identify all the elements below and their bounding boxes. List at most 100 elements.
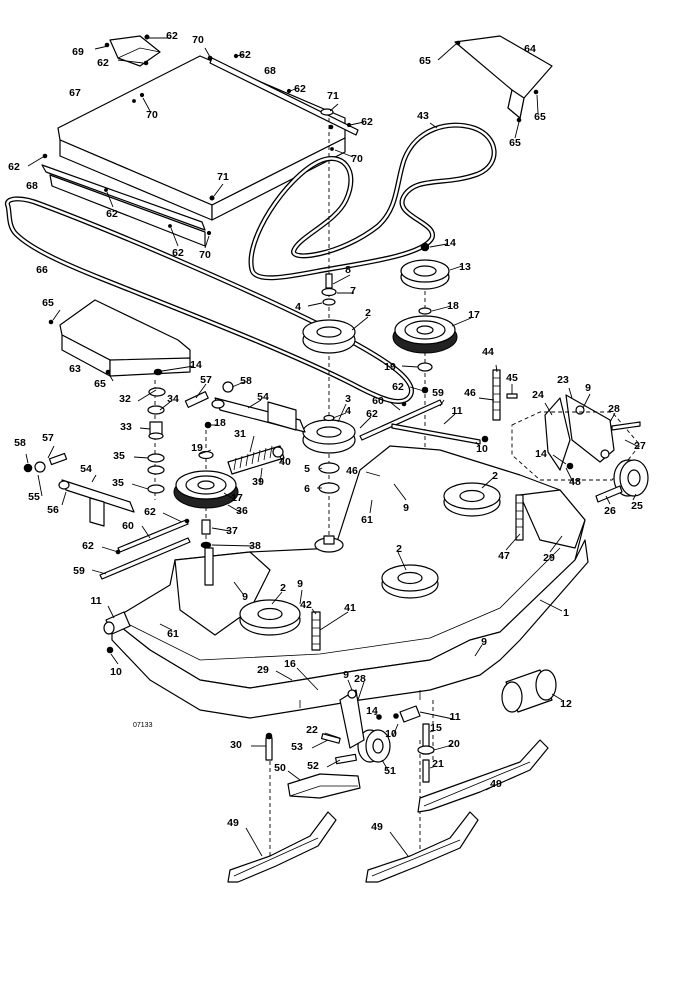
callout-35: 35 [112, 477, 124, 489]
callout-10: 10 [110, 666, 122, 678]
roller-25 [595, 421, 649, 503]
callout-62: 62 [82, 540, 94, 552]
rod-59-60-left [99, 518, 191, 580]
callout-29: 29 [543, 552, 555, 564]
callout-2: 2 [396, 543, 402, 555]
drawing-code: 07133 [133, 722, 153, 729]
callout-19: 19 [191, 442, 203, 454]
callout-2: 2 [492, 470, 498, 482]
spindle-pulley-2-left [239, 599, 301, 636]
callout-14: 14 [190, 359, 202, 371]
callout-2: 2 [280, 582, 286, 594]
callout-68: 68 [264, 65, 276, 77]
callout-52: 52 [307, 760, 319, 772]
callout-9: 9 [403, 502, 409, 514]
idler-arm-54-lower [23, 452, 135, 527]
callout-67: 67 [69, 87, 81, 99]
callout-62: 62 [8, 161, 20, 173]
callout-10: 10 [385, 728, 397, 740]
callout-15: 15 [430, 722, 442, 734]
spindle-pulley-2-mid [381, 564, 439, 599]
callout-13: 13 [459, 261, 471, 273]
pin-11-left [103, 611, 131, 654]
callout-14: 14 [535, 448, 547, 460]
callout-69: 69 [72, 46, 84, 58]
callout-17: 17 [468, 309, 480, 321]
callout-56: 56 [47, 504, 59, 516]
leader-lines [25, 37, 638, 857]
callout-25: 25 [631, 500, 643, 512]
callout-18: 18 [214, 417, 226, 429]
callout-65: 65 [94, 378, 106, 390]
callout-61: 61 [167, 628, 179, 640]
roller-12 [501, 669, 557, 713]
gauge-wheel-51 [320, 689, 399, 765]
callout-53: 53 [291, 741, 303, 753]
callout-30: 30 [230, 739, 242, 751]
callout-2: 2 [365, 307, 371, 319]
callout-1: 1 [563, 607, 569, 619]
callout-11: 11 [90, 595, 101, 607]
callout-43: 43 [417, 110, 429, 122]
callout-14: 14 [366, 705, 378, 717]
callout-50: 50 [274, 762, 286, 774]
callout-57: 57 [200, 374, 212, 386]
callout-60: 60 [122, 520, 134, 532]
callout-59: 59 [432, 387, 444, 399]
spindle-pulley-2-center [302, 273, 356, 354]
callout-46: 46 [346, 465, 358, 477]
callout-24: 24 [532, 389, 544, 401]
callout-62: 62 [144, 506, 156, 518]
callout-59: 59 [73, 565, 85, 577]
right-shield-64 [454, 35, 553, 123]
callout-11: 11 [449, 711, 460, 723]
anti-scalp-50 [287, 773, 361, 799]
callout-62: 62 [392, 381, 404, 393]
callout-35: 35 [113, 450, 125, 462]
bracket-69 [109, 35, 161, 67]
callout-62: 62 [361, 116, 373, 128]
blade-49-center [365, 811, 479, 883]
callout-65: 65 [419, 55, 431, 67]
belt-66 [4, 196, 414, 404]
side-rail-68 [41, 57, 359, 247]
callout-66: 66 [36, 264, 48, 276]
callout-61: 61 [361, 514, 373, 526]
callout-40: 40 [279, 456, 291, 468]
callout-9: 9 [242, 591, 248, 603]
idler-pulley-13 [400, 242, 450, 290]
spindle-pulley-2-right [443, 482, 501, 517]
chain-42 [204, 547, 321, 651]
callout-22: 22 [306, 724, 318, 736]
callout-7: 7 [350, 285, 356, 297]
bolt-30 [265, 732, 273, 761]
callout-38: 38 [249, 540, 261, 552]
callout-62: 62 [294, 83, 306, 95]
spindle-hub-center [314, 535, 344, 553]
callout-63: 63 [69, 363, 81, 375]
callout-62: 62 [166, 30, 178, 42]
callout-8: 8 [345, 264, 351, 276]
callout-62: 62 [97, 57, 109, 69]
callout-70: 70 [199, 249, 211, 261]
callout-42: 42 [300, 599, 312, 611]
callout-64: 64 [524, 43, 536, 55]
callout-60: 60 [372, 395, 384, 407]
callout-51: 51 [384, 765, 396, 777]
callout-46: 46 [464, 387, 476, 399]
hardware-top [42, 34, 352, 236]
callout-70: 70 [192, 34, 204, 46]
callout-71: 71 [327, 90, 339, 102]
rod-59-60-right [359, 386, 489, 445]
callout-49: 49 [490, 778, 502, 790]
callout-23: 23 [557, 374, 569, 386]
callout-14: 14 [444, 237, 456, 249]
callout-62: 62 [172, 247, 184, 259]
callout-19: 19 [384, 361, 396, 373]
callout-65: 65 [509, 137, 521, 149]
callout-31: 31 [234, 428, 246, 440]
callout-39: 39 [252, 476, 264, 488]
callout-3: 3 [345, 393, 351, 405]
